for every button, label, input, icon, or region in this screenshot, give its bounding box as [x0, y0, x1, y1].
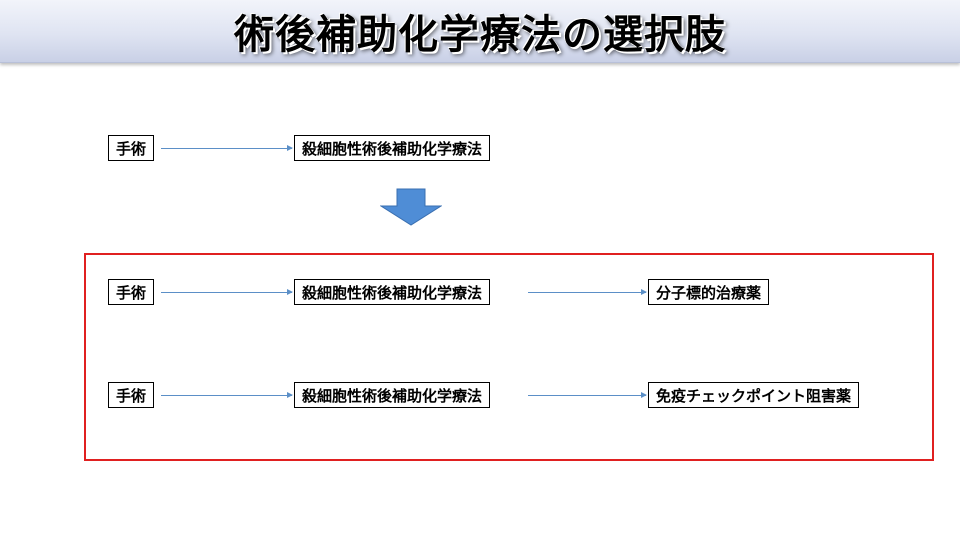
flow-arrow [528, 289, 647, 295]
surgery-box: 手術 [108, 135, 155, 161]
chemo-box: 殺細胞性術後補助化学療法 [294, 279, 491, 305]
flow-arrow [161, 145, 293, 151]
flow-arrow [528, 392, 647, 398]
immune-checkpoint-inhibitor-box: 免疫チェックポイント阻害薬 [648, 382, 860, 408]
surgery-box: 手術 [108, 279, 155, 305]
slide-title: 術後補助化学療法の選択肢 [234, 12, 726, 58]
chemo-box: 殺細胞性術後補助化学療法 [294, 135, 491, 161]
down-arrow-icon [380, 188, 442, 226]
options-frame [84, 253, 934, 461]
surgery-box: 手術 [108, 382, 155, 408]
title-bar: 術後補助化学療法の選択肢 [0, 0, 960, 63]
flow-arrow [161, 392, 293, 398]
chemo-box: 殺細胞性術後補助化学療法 [294, 382, 491, 408]
targeted-therapy-box: 分子標的治療薬 [648, 279, 770, 305]
flow-arrow [161, 289, 293, 295]
